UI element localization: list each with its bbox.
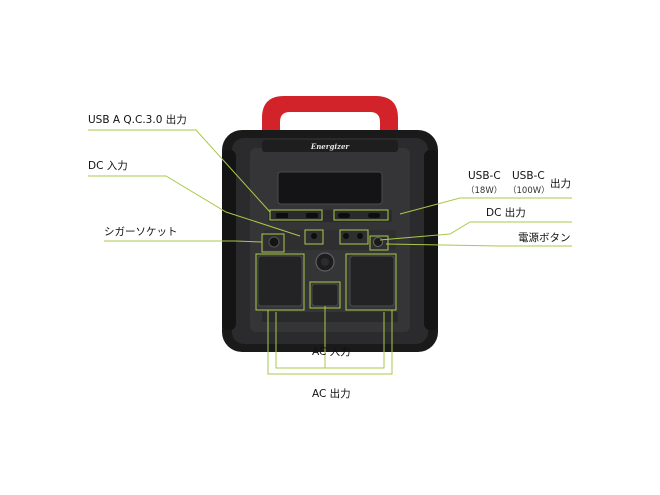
callout-usb-c-out: 出力	[550, 178, 571, 190]
callout-ac-out: AC 出力	[312, 388, 351, 400]
lcd-display	[277, 171, 383, 205]
callout-usb-c-18-label: USB-C	[468, 170, 501, 182]
callout-usb-c-100-label: USB-C	[512, 170, 545, 182]
callout-dc-out: DC 出力	[486, 207, 526, 219]
dc-output-port-1[interactable]	[343, 233, 349, 239]
leader-lines	[88, 129, 572, 375]
callout-dc-in: DC 入力	[88, 160, 128, 172]
ac-outlets	[257, 252, 395, 307]
brand-logo: Energizer	[310, 142, 351, 151]
usb-port-row	[268, 210, 392, 222]
dc-input-port[interactable]	[311, 233, 317, 239]
ac-outlet-right[interactable]	[349, 255, 395, 307]
usb-a-port-2[interactable]	[306, 213, 318, 218]
callout-usb-c-100-watt: （100W）	[508, 186, 550, 196]
callout-usb-a-qc: USB A Q.C.3.0 出力	[88, 114, 187, 126]
usb-a-port-1[interactable]	[276, 213, 288, 218]
callout-usb-c-18-watt: （18W）	[466, 186, 503, 196]
cigar-socket[interactable]	[268, 236, 280, 248]
ac-input-port[interactable]	[311, 283, 339, 307]
usb-c-port-18w[interactable]	[338, 213, 350, 218]
ac-outlet-left[interactable]	[257, 255, 303, 307]
callout-cigar-socket: シガーソケット	[104, 226, 178, 238]
dc-output-port-2[interactable]	[357, 233, 363, 239]
power-button[interactable]	[373, 237, 383, 247]
bottom-strip	[262, 312, 398, 322]
callout-ac-in: AC 入力	[312, 346, 351, 358]
callout-power-button: 電源ボタン	[518, 232, 571, 244]
usb-c-port-100w[interactable]	[368, 213, 380, 218]
